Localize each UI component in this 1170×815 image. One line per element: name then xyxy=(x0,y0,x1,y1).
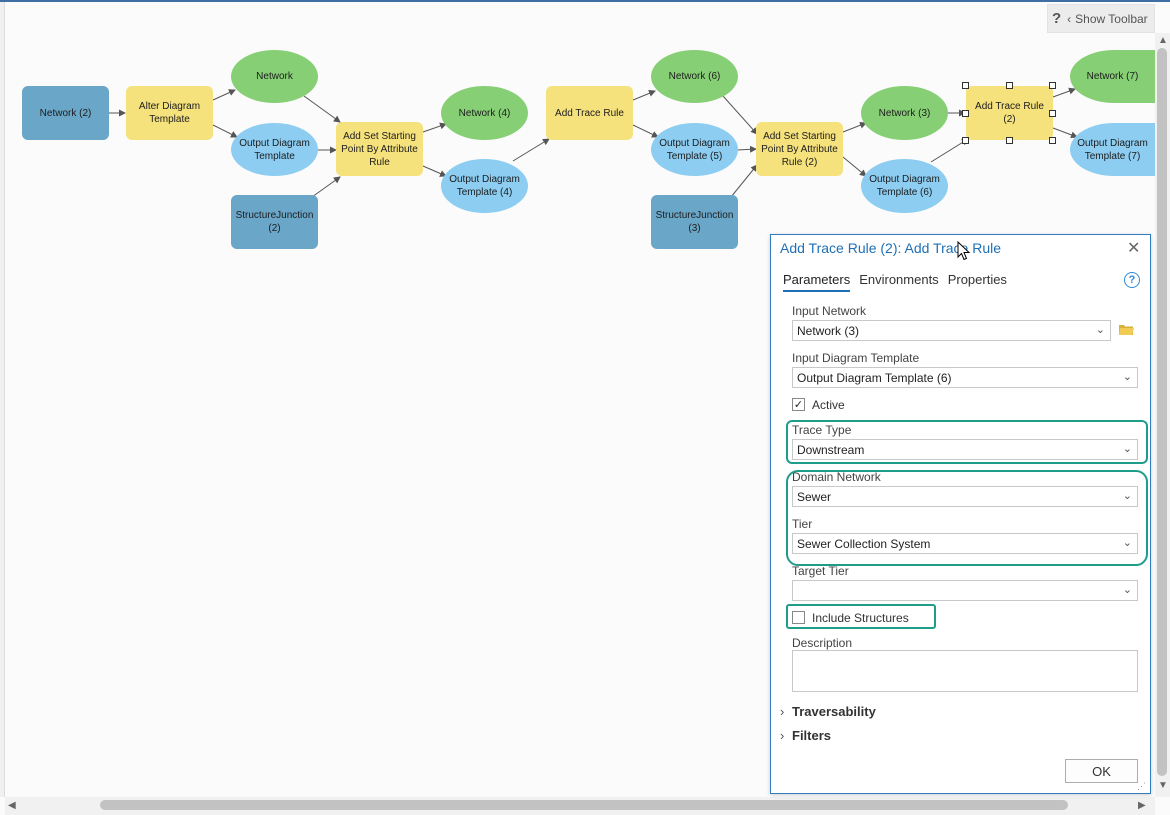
model-node-network-3[interactable]: Network (3) xyxy=(861,86,948,140)
chevron-right-icon: › xyxy=(780,704,785,719)
input-network-label: Input Network xyxy=(792,304,867,318)
trace-type-combo[interactable]: Downstream ⌄ xyxy=(792,439,1138,460)
input-diagram-template-value: Output Diagram Template (6) xyxy=(797,371,952,385)
model-node-structurejunction-2[interactable]: StructureJunction (2) xyxy=(231,195,318,249)
selection-handle[interactable] xyxy=(962,110,969,117)
mouse-cursor-icon xyxy=(957,241,971,261)
selection-handle[interactable] xyxy=(962,137,969,144)
ok-button[interactable]: OK xyxy=(1065,759,1138,783)
filters-label: Filters xyxy=(792,728,832,743)
chevron-down-icon: ⌄ xyxy=(1122,537,1132,549)
domain-network-value: Sewer xyxy=(797,490,832,504)
target-tier-label: Target Tier xyxy=(792,564,849,578)
tab-parameters[interactable]: Parameters xyxy=(783,272,851,292)
tier-label: Tier xyxy=(792,517,813,531)
selection-handle[interactable] xyxy=(1049,82,1056,89)
help-circle-icon[interactable]: ? xyxy=(1124,272,1140,288)
model-node-add-trace-rule[interactable]: Add Trace Rule xyxy=(546,86,633,140)
include-structures-label: Include Structures xyxy=(812,611,909,625)
input-network-value: Network (3) xyxy=(797,324,860,338)
traversability-label: Traversability xyxy=(792,704,876,719)
selection-handle[interactable] xyxy=(1006,137,1013,144)
folder-icon[interactable] xyxy=(1119,323,1134,335)
chevron-left-icon: ‹ xyxy=(1067,11,1072,26)
description-label: Description xyxy=(792,636,853,650)
selection-handle[interactable] xyxy=(962,82,969,89)
tier-combo[interactable]: Sewer Collection System ⌄ xyxy=(792,533,1138,554)
horizontal-scrollbar-thumb[interactable] xyxy=(100,800,1068,810)
model-node-network-2[interactable]: Network (2) xyxy=(22,86,109,140)
dialog-tabs: Parameters Environments Properties xyxy=(783,272,1016,292)
model-node-network-7[interactable]: Network (7) xyxy=(1070,50,1155,103)
model-node-alter-diagram-template[interactable]: Alter Diagram Template xyxy=(126,86,213,140)
close-icon[interactable]: ✕ xyxy=(1127,240,1141,257)
chevron-down-icon: ⌄ xyxy=(1122,371,1132,383)
model-node-output-diagram-template-4[interactable]: Output Diagram Template (4) xyxy=(441,159,528,213)
chevron-down-icon: ⌄ xyxy=(1095,324,1105,336)
model-node-add-set-starting-point[interactable]: Add Set Starting Point By Attribute Rule xyxy=(336,122,423,176)
model-node-output-diagram-template-7[interactable]: Output Diagram Template (7) xyxy=(1070,123,1155,176)
vertical-scrollbar-thumb[interactable] xyxy=(1157,48,1167,776)
trace-type-label: Trace Type xyxy=(792,423,852,437)
model-node-add-set-starting-point-2[interactable]: Add Set Starting Point By Attribute Rule… xyxy=(756,122,843,176)
scroll-right-arrow-icon[interactable]: ▶ xyxy=(1138,800,1146,811)
active-checkbox[interactable]: ✓ xyxy=(792,398,805,411)
chevron-right-icon: › xyxy=(780,728,785,743)
tab-properties[interactable]: Properties xyxy=(947,272,1007,287)
tab-environments[interactable]: Environments xyxy=(859,272,939,287)
scroll-down-arrow-icon[interactable]: ▼ xyxy=(1158,780,1168,791)
selection-handle[interactable] xyxy=(1049,110,1056,117)
model-node-output-diagram-template-6[interactable]: Output Diagram Template (6) xyxy=(861,159,948,213)
model-node-network-6[interactable]: Network (6) xyxy=(651,50,738,103)
help-icon[interactable]: ? xyxy=(1052,10,1062,27)
domain-network-label: Domain Network xyxy=(792,470,881,484)
model-node-structurejunction-3[interactable]: StructureJunction (3) xyxy=(651,195,738,249)
model-node-network[interactable]: Network xyxy=(231,50,318,103)
chevron-down-icon: ⌄ xyxy=(1122,490,1132,502)
active-label: Active xyxy=(812,398,845,412)
scroll-left-arrow-icon[interactable]: ◀ xyxy=(8,800,16,811)
model-node-output-diagram-template-5[interactable]: Output Diagram Template (5) xyxy=(651,123,738,176)
input-diagram-template-label: Input Diagram Template xyxy=(792,351,920,365)
include-structures-checkbox[interactable] xyxy=(792,611,805,624)
model-node-network-4[interactable]: Network (4) xyxy=(441,86,528,140)
domain-network-combo[interactable]: Sewer ⌄ xyxy=(792,486,1138,507)
selection-handle[interactable] xyxy=(1049,137,1056,144)
tool-parameters-dialog: Add Trace Rule (2): Add Trace Rule ✕ Par… xyxy=(770,234,1151,794)
target-tier-combo[interactable]: ⌄ xyxy=(792,580,1138,601)
chevron-down-icon: ⌄ xyxy=(1122,584,1132,596)
description-field[interactable] xyxy=(792,650,1138,692)
model-node-output-diagram-template[interactable]: Output Diagram Template xyxy=(231,123,318,176)
input-diagram-template-combo[interactable]: Output Diagram Template (6) ⌄ xyxy=(792,367,1138,388)
tier-value: Sewer Collection System xyxy=(797,537,931,551)
scroll-up-arrow-icon[interactable]: ▲ xyxy=(1158,35,1168,46)
show-toolbar-label: Show Toolbar xyxy=(1075,11,1148,26)
traversability-section[interactable]: › Traversability xyxy=(780,704,876,719)
model-node-add-trace-rule-2[interactable]: Add Trace Rule (2) xyxy=(966,86,1053,140)
window-top-border xyxy=(0,0,1170,2)
resize-grip-icon[interactable]: ⋰ xyxy=(1137,781,1146,791)
input-network-combo[interactable]: Network (3) ⌄ xyxy=(792,320,1111,341)
chevron-down-icon: ⌄ xyxy=(1122,443,1132,455)
left-edge xyxy=(0,2,5,797)
filters-section[interactable]: › Filters xyxy=(780,728,831,743)
trace-type-value: Downstream xyxy=(797,443,865,457)
show-toolbar-button[interactable]: ? ‹ Show Toolbar xyxy=(1047,4,1155,33)
dialog-title: Add Trace Rule (2): Add Trace Rule xyxy=(780,240,1001,256)
selection-handle[interactable] xyxy=(1006,82,1013,89)
